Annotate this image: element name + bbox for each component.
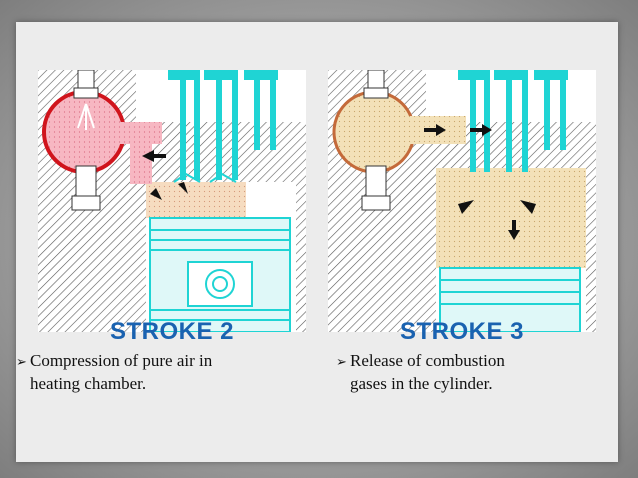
engine-cross-section-compression <box>38 70 306 332</box>
stroke-2-line-2: heating chamber. <box>30 374 147 393</box>
stroke-3-line-2: gases in the cylinder. <box>350 374 493 393</box>
slide: STROKE 2 STROKE 3 ➢Compression of pure a… <box>16 22 618 462</box>
stroke-2-description: ➢Compression of pure air in heating cham… <box>16 350 296 394</box>
stroke-2-title: STROKE 2 <box>109 318 235 345</box>
bullet-arrow-icon: ➢ <box>16 355 27 370</box>
stroke-2-line-1: Compression of pure air in <box>30 351 213 370</box>
stroke-3-diagram <box>328 70 596 332</box>
stroke-3-description: ➢Release of combustion gases in the cyli… <box>336 350 616 394</box>
stroke-3-line-1: Release of combustion <box>350 351 505 370</box>
stroke-2-diagram <box>38 70 306 332</box>
bullet-arrow-icon: ➢ <box>336 355 347 370</box>
stroke-3-title: STROKE 3 <box>399 318 525 345</box>
engine-cross-section-release <box>328 70 596 332</box>
